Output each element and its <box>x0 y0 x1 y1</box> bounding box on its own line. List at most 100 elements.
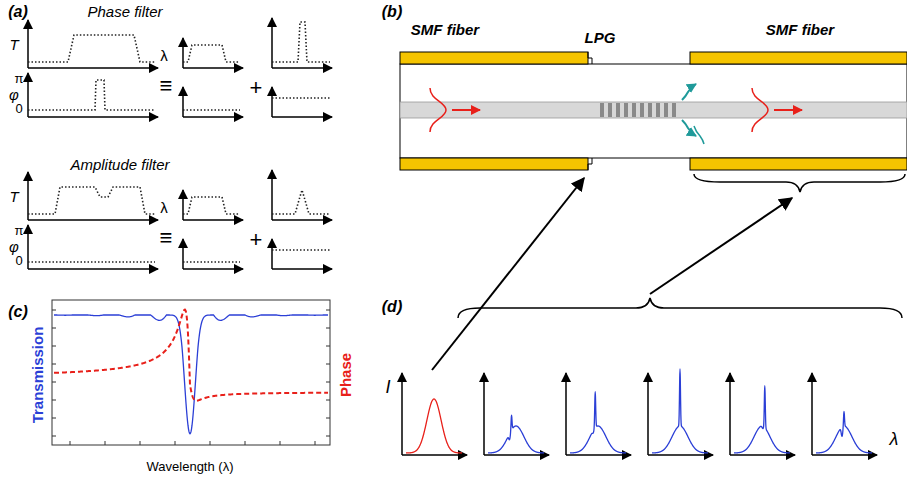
illustration-part <box>183 197 240 214</box>
illustration-part <box>652 369 708 453</box>
illustration-part <box>402 454 467 456</box>
illustration-part <box>28 80 155 110</box>
illustration-part <box>734 386 790 453</box>
illustration-part <box>182 190 184 220</box>
illustration-part <box>183 116 243 118</box>
illustration-part <box>54 310 328 401</box>
illustration-part <box>812 454 877 456</box>
tick-label: 0 <box>15 102 22 116</box>
illustration-part <box>811 373 813 455</box>
panel-letter: (c) <box>8 303 28 321</box>
illustration-part <box>326 328 330 329</box>
illustration-part <box>28 261 155 263</box>
illustration-part <box>52 310 56 311</box>
illustration-part <box>183 219 243 221</box>
illustration-part <box>28 187 155 214</box>
illustration-part <box>484 454 549 456</box>
part-name: SMF fiber <box>766 22 834 39</box>
illustration-part <box>326 418 330 419</box>
illustration-part <box>272 268 332 270</box>
fiber-drawing <box>400 52 907 370</box>
illustration-part <box>182 87 184 117</box>
illustration-part <box>565 373 567 455</box>
illustration-part <box>752 88 768 132</box>
illustration-part <box>566 454 631 456</box>
illustration-part <box>326 400 330 401</box>
axis-title: Phase <box>338 353 355 397</box>
illustration-part <box>28 116 158 118</box>
plus-sign: + <box>250 228 263 252</box>
illustration-part <box>326 310 330 311</box>
panel-letter: (d) <box>382 298 402 316</box>
axis-label: φ <box>9 239 19 256</box>
axis-label: λ <box>890 430 899 450</box>
illustration-part <box>52 364 56 365</box>
illustration-part <box>140 441 141 445</box>
axis-title: Wavelength (λ) <box>147 460 234 474</box>
part-name: LPG <box>585 30 616 47</box>
illustration-part <box>401 373 403 455</box>
panel-title: Amplitude filter <box>70 157 169 174</box>
illustration-part <box>183 261 240 263</box>
illustration-part <box>400 52 588 64</box>
tick-label: π <box>15 224 24 238</box>
illustration-part <box>690 52 907 64</box>
illustration-part <box>272 67 332 69</box>
illustration-part <box>648 454 713 456</box>
illustration-part <box>694 174 905 192</box>
illustration-part <box>596 103 680 117</box>
illustration-part <box>315 441 316 445</box>
tick-label: π <box>15 72 24 86</box>
illustration-part <box>430 88 446 132</box>
illustration-part <box>27 172 29 220</box>
illustration-part <box>271 87 273 117</box>
illustration-part <box>694 126 704 144</box>
equivalence-sign: ≡ <box>160 226 173 250</box>
illustration-part <box>27 20 29 68</box>
illustration-part <box>483 373 485 455</box>
illustration-part <box>406 399 462 453</box>
illustration-part <box>326 382 330 383</box>
illustration-part <box>650 198 792 294</box>
illustration-part <box>816 411 872 452</box>
illustration-part <box>183 268 243 270</box>
illustration-part <box>488 415 544 453</box>
illustration-part <box>272 116 332 118</box>
illustration-part <box>105 441 106 445</box>
illustration-part <box>28 35 155 62</box>
plot-strokes <box>28 18 877 455</box>
plus-sign: + <box>250 76 263 100</box>
illustration-part <box>272 249 330 251</box>
panel-letter: (a) <box>8 3 28 21</box>
axis-label: T <box>9 189 18 206</box>
illustration-part <box>28 268 158 270</box>
illustration-part <box>452 109 480 111</box>
part-name: SMF fiber <box>411 22 479 39</box>
illustration-part <box>458 298 902 318</box>
illustration-part <box>52 328 56 329</box>
illustration-part <box>400 64 907 158</box>
illustration-part <box>729 373 731 455</box>
illustration-part <box>326 436 330 437</box>
illustration-part <box>647 373 649 455</box>
illustration-part <box>183 67 243 69</box>
illustration-part <box>52 346 56 347</box>
illustration-part <box>70 441 71 445</box>
axis-label: λ <box>160 48 168 65</box>
illustration-part <box>588 52 592 64</box>
illustration-part <box>774 109 802 111</box>
illustration-part <box>272 219 332 221</box>
illustration-part <box>271 239 273 269</box>
illustration-part <box>183 45 240 62</box>
axis-label: λ <box>160 200 168 217</box>
illustration-part <box>570 392 626 453</box>
illustration-part <box>183 109 240 111</box>
illustration-part <box>245 441 246 445</box>
illustration-part <box>52 382 56 383</box>
illustration-part <box>52 300 330 445</box>
illustration-part <box>182 239 184 269</box>
axis-label: φ <box>9 87 19 104</box>
illustration-part <box>182 38 184 68</box>
